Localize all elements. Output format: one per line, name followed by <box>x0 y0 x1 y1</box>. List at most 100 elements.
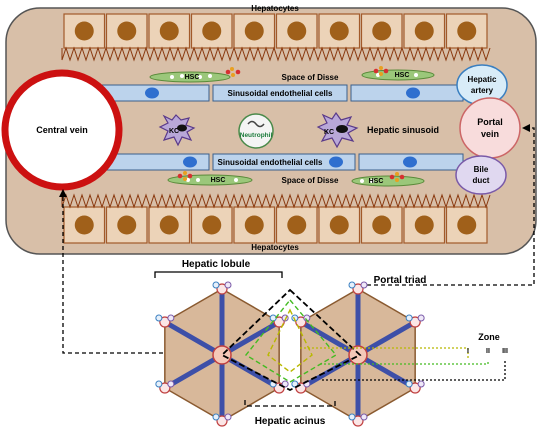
kupffer-cell-1-label: KC <box>169 128 179 135</box>
bile-duct-label-line1: Bile <box>474 165 489 174</box>
space-of-disse-top-label: Space of Disse <box>282 73 339 82</box>
lobule-spoke <box>356 352 417 391</box>
portal-triad-vein <box>409 382 421 394</box>
zone-3-leader <box>322 360 506 381</box>
hepatocyte-nucleus <box>287 21 307 41</box>
lipid-droplets-2 <box>373 66 389 76</box>
portal-vein-label-line2: vein <box>481 129 499 139</box>
hepatocyte-nucleus <box>287 215 307 235</box>
portal-triad-vein <box>352 415 364 427</box>
hepatocyte-nucleus <box>457 215 477 235</box>
sinusoidal-endothelial-top-label: Sinusoidal endothelial cells <box>228 89 333 98</box>
hepatocyte-nucleus <box>117 21 137 41</box>
portal-triad-artery <box>405 314 413 322</box>
central-vein-label: Central vein <box>36 125 88 135</box>
hepatocyte-nucleus <box>74 21 94 41</box>
zone-2-label: II <box>486 348 490 355</box>
portal-triad-duct <box>417 380 425 388</box>
lobule-spoke <box>220 319 281 358</box>
portal-triad-duct <box>360 413 368 421</box>
neutrophil-nucleus <box>247 120 265 128</box>
hepatocyte-nucleus <box>117 215 137 235</box>
zone-2-outline <box>244 298 338 383</box>
hepatocyte-cell <box>105 206 148 244</box>
portal-triad-duct <box>224 413 232 421</box>
kupffer-cell-2-label: KC <box>324 129 334 136</box>
hepatocyte-nucleus <box>202 215 222 235</box>
portal-triad-duct <box>360 281 368 289</box>
kupffer-cell-1 <box>158 114 196 147</box>
hepatocyte-nucleus <box>329 215 349 235</box>
hepatocyte-nucleus <box>202 21 222 41</box>
portal-triad-vein <box>159 316 171 328</box>
portal-triad-artery <box>212 413 220 421</box>
lobule-spoke <box>299 319 360 358</box>
portal-triad-vein <box>216 283 228 295</box>
hsc-cell-4 <box>351 175 425 187</box>
portal-triad-vein <box>216 415 228 427</box>
portal-triad-duct <box>167 380 175 388</box>
hepatocyte-nucleus <box>414 21 434 41</box>
portal-triad-vein <box>273 316 285 328</box>
hepatic-sinusoid-label: Hepatic sinusoid <box>367 125 439 135</box>
lobule-spoke <box>163 352 224 391</box>
hepatocyte-row-top <box>63 13 488 49</box>
hsc-label-3: HSC <box>211 177 226 184</box>
hsc-label-4: HSC <box>369 178 384 185</box>
portal-vein-label-line1: Portal <box>477 117 503 127</box>
hepatocyte-nucleus <box>329 21 349 41</box>
portal-triad-duct <box>224 281 232 289</box>
hepatocytes-top-label: Hepatocytes <box>251 4 299 13</box>
portal-triad-duct <box>281 380 289 388</box>
portal-triad-label: Portal triad <box>374 275 427 286</box>
portal-triad-artery <box>405 380 413 388</box>
hepatocytes-bottom-label: Hepatocytes <box>251 243 299 252</box>
portal-triad-artery <box>212 281 220 289</box>
hepatocyte-nucleus <box>159 215 179 235</box>
lobule-central-vein <box>348 345 368 365</box>
zone-1-leader <box>300 347 469 360</box>
space-of-disse-bottom-label: Space of Disse <box>282 176 339 185</box>
hepatic-acinus-outline <box>220 288 362 392</box>
kupffer-cell-1-nucleus <box>177 124 187 132</box>
portal-triad-duct <box>167 314 175 322</box>
endothelial-row-top <box>95 84 464 102</box>
portal-triad-vein <box>352 283 364 295</box>
lipid-droplets-4 <box>389 172 405 182</box>
hepatocyte-nucleus <box>74 215 94 235</box>
portal-triad-vein <box>409 316 421 328</box>
zone-2-leader <box>320 360 489 365</box>
neutrophil-label: Neutrophil <box>240 132 273 139</box>
hsc-label-1: HSC <box>185 74 200 81</box>
portal-triad-duct <box>417 314 425 322</box>
hsc-label-2: HSC <box>395 72 410 79</box>
hepatic-lobules <box>155 281 425 427</box>
hepatic-acinus-label: Hepatic acinus <box>255 416 326 427</box>
zone-1-outline <box>267 308 313 373</box>
hepatocyte-nucleus <box>372 215 392 235</box>
hepatic-artery-label-line2: artery <box>471 86 494 95</box>
lobule-central-vein <box>212 345 232 365</box>
portal-triad-artery <box>155 314 163 322</box>
hepatic-acinus-bracket <box>244 400 336 407</box>
central-vein <box>1 69 123 191</box>
portal-vein <box>459 97 521 159</box>
portal-triad-artery <box>155 380 163 388</box>
portal-triad-vein <box>159 382 171 394</box>
lobule-spoke <box>163 319 224 358</box>
portal-triad-artery <box>291 380 299 388</box>
microvilli-top <box>61 46 491 62</box>
zone-1-label: I <box>467 348 469 355</box>
hepatocyte-row-bottom <box>63 206 488 244</box>
portal-vein-connector <box>360 124 535 286</box>
hepatocyte-nucleus <box>457 21 477 41</box>
hepatic-lobule-bracket <box>154 271 283 278</box>
lipid-droplets-3 <box>177 171 193 181</box>
hepatocyte-nucleus <box>159 21 179 41</box>
hepatocyte-cell <box>190 13 233 49</box>
lobule-spoke <box>356 319 417 358</box>
hepatocyte-nucleus <box>414 215 434 235</box>
zone-label: Zone <box>478 332 500 342</box>
zone-3-label: III <box>502 348 508 355</box>
hepatocyte-cell <box>233 206 276 244</box>
